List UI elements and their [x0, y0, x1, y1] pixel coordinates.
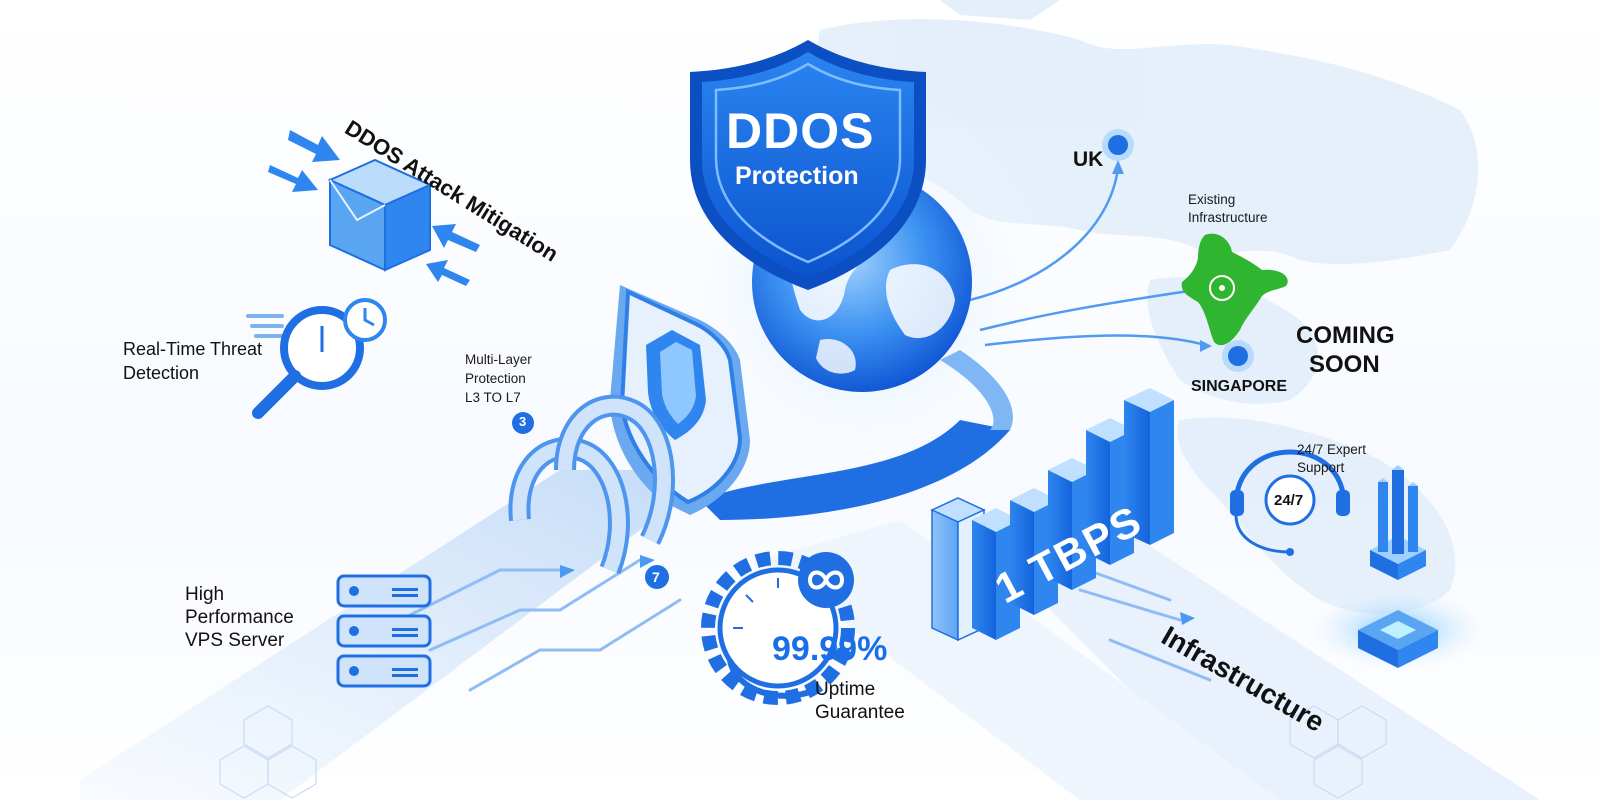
- bar-chart-icon: [930, 388, 1174, 642]
- multilayer-label-line1: Multi-Layer: [465, 352, 532, 367]
- vps-label-line2: Performance: [185, 607, 294, 628]
- vps-label-line1: High: [185, 584, 225, 605]
- multilayer-label-line2: Protection: [465, 371, 526, 386]
- server-stack-icon: [336, 574, 432, 688]
- magnifier-clock-icon: [246, 298, 387, 419]
- multi-layer-rings: [508, 394, 675, 575]
- layer-marker-end: [645, 565, 669, 589]
- connection-arcs: [969, 167, 1206, 347]
- singapore-label: SINGAPORE: [1191, 378, 1288, 395]
- existing-infra-label-line1: Existing: [1188, 192, 1236, 207]
- uk-location-pin: [1102, 129, 1134, 161]
- uptime-label-line1: Uptime: [815, 679, 876, 700]
- headset-icon: [1230, 449, 1350, 556]
- coming-soon-label-line1: COMING: [1296, 322, 1395, 349]
- gear-infinity-icon: [701, 551, 855, 705]
- support-label-line2: Support: [1297, 460, 1345, 475]
- shield-icon: [690, 40, 926, 290]
- envelope-cube-icon: [327, 158, 433, 272]
- layer-marker-start: [512, 412, 534, 434]
- cloud-chip-icon: [1308, 465, 1488, 670]
- threat-detection-label-line1: Real-Time Threat: [123, 339, 263, 359]
- vps-label-line3: VPS Server: [185, 630, 285, 651]
- shield-title: DDOS: [726, 103, 875, 159]
- shield-subtitle: Protection: [735, 162, 859, 190]
- support-label-line1: 24/7 Expert: [1297, 442, 1367, 457]
- singapore-location-pin: [1222, 340, 1254, 372]
- layer-marker-start-label: 3: [519, 414, 527, 429]
- flow-ribbon: [700, 420, 1010, 520]
- coming-soon-label-line2: SOON: [1309, 351, 1380, 378]
- existing-infra-label-line2: Infrastructure: [1188, 210, 1268, 225]
- uptime-label-line2: Guarantee: [815, 702, 905, 723]
- threat-detection-label-line2: Detection: [123, 363, 200, 383]
- attack-arrows: [268, 130, 480, 286]
- multilayer-label-line3: L3 TO L7: [465, 390, 521, 405]
- india-map-icon: [1181, 233, 1288, 346]
- layer-marker-end-label: 7: [652, 569, 660, 585]
- uk-label: UK: [1073, 148, 1104, 171]
- support-badge: 24/7: [1274, 492, 1304, 509]
- uptime-value: 99.99%: [772, 630, 888, 668]
